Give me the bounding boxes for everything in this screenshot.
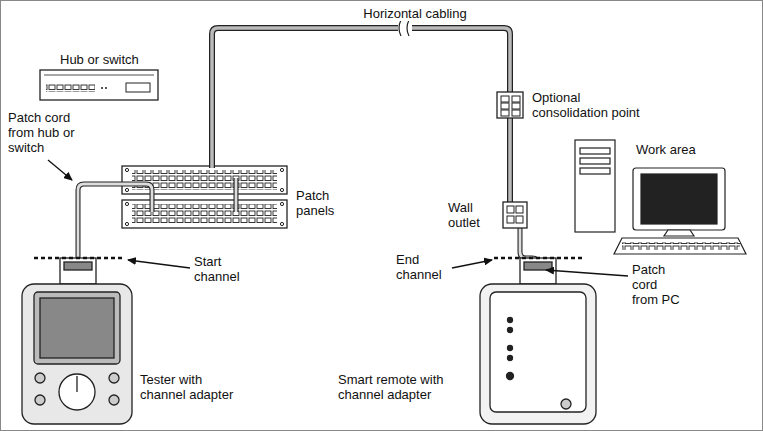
patch-panels <box>122 166 287 228</box>
start-channel-line <box>34 257 124 260</box>
smart-remote <box>480 258 596 424</box>
hub-switch <box>40 70 158 100</box>
label-text: Wall outlet <box>448 200 498 230</box>
wall-outlet <box>503 202 527 228</box>
tester <box>22 258 132 424</box>
break-symbol <box>398 20 412 36</box>
label-text: Horizontal cabling <box>350 6 480 21</box>
label-text: Patch panels <box>296 188 356 218</box>
consolidation-point <box>497 92 523 118</box>
label-text: Optional consolidation point <box>532 90 642 120</box>
label-text: Start channel <box>194 254 254 284</box>
label-text: Patch cord from hub or switch <box>8 110 88 155</box>
label-text: Smart remote with channel adapter <box>338 372 476 402</box>
label-text: End channel <box>396 252 450 282</box>
label-text: Tester with channel adapter <box>140 372 250 402</box>
cables <box>78 28 538 284</box>
label-text: Patch cord from PC <box>632 262 682 307</box>
end-channel-line <box>494 257 584 260</box>
leader-arrows <box>48 160 628 276</box>
computer <box>575 140 746 254</box>
label-text: Work area <box>636 142 726 157</box>
label-text: Hub or switch <box>60 52 170 67</box>
